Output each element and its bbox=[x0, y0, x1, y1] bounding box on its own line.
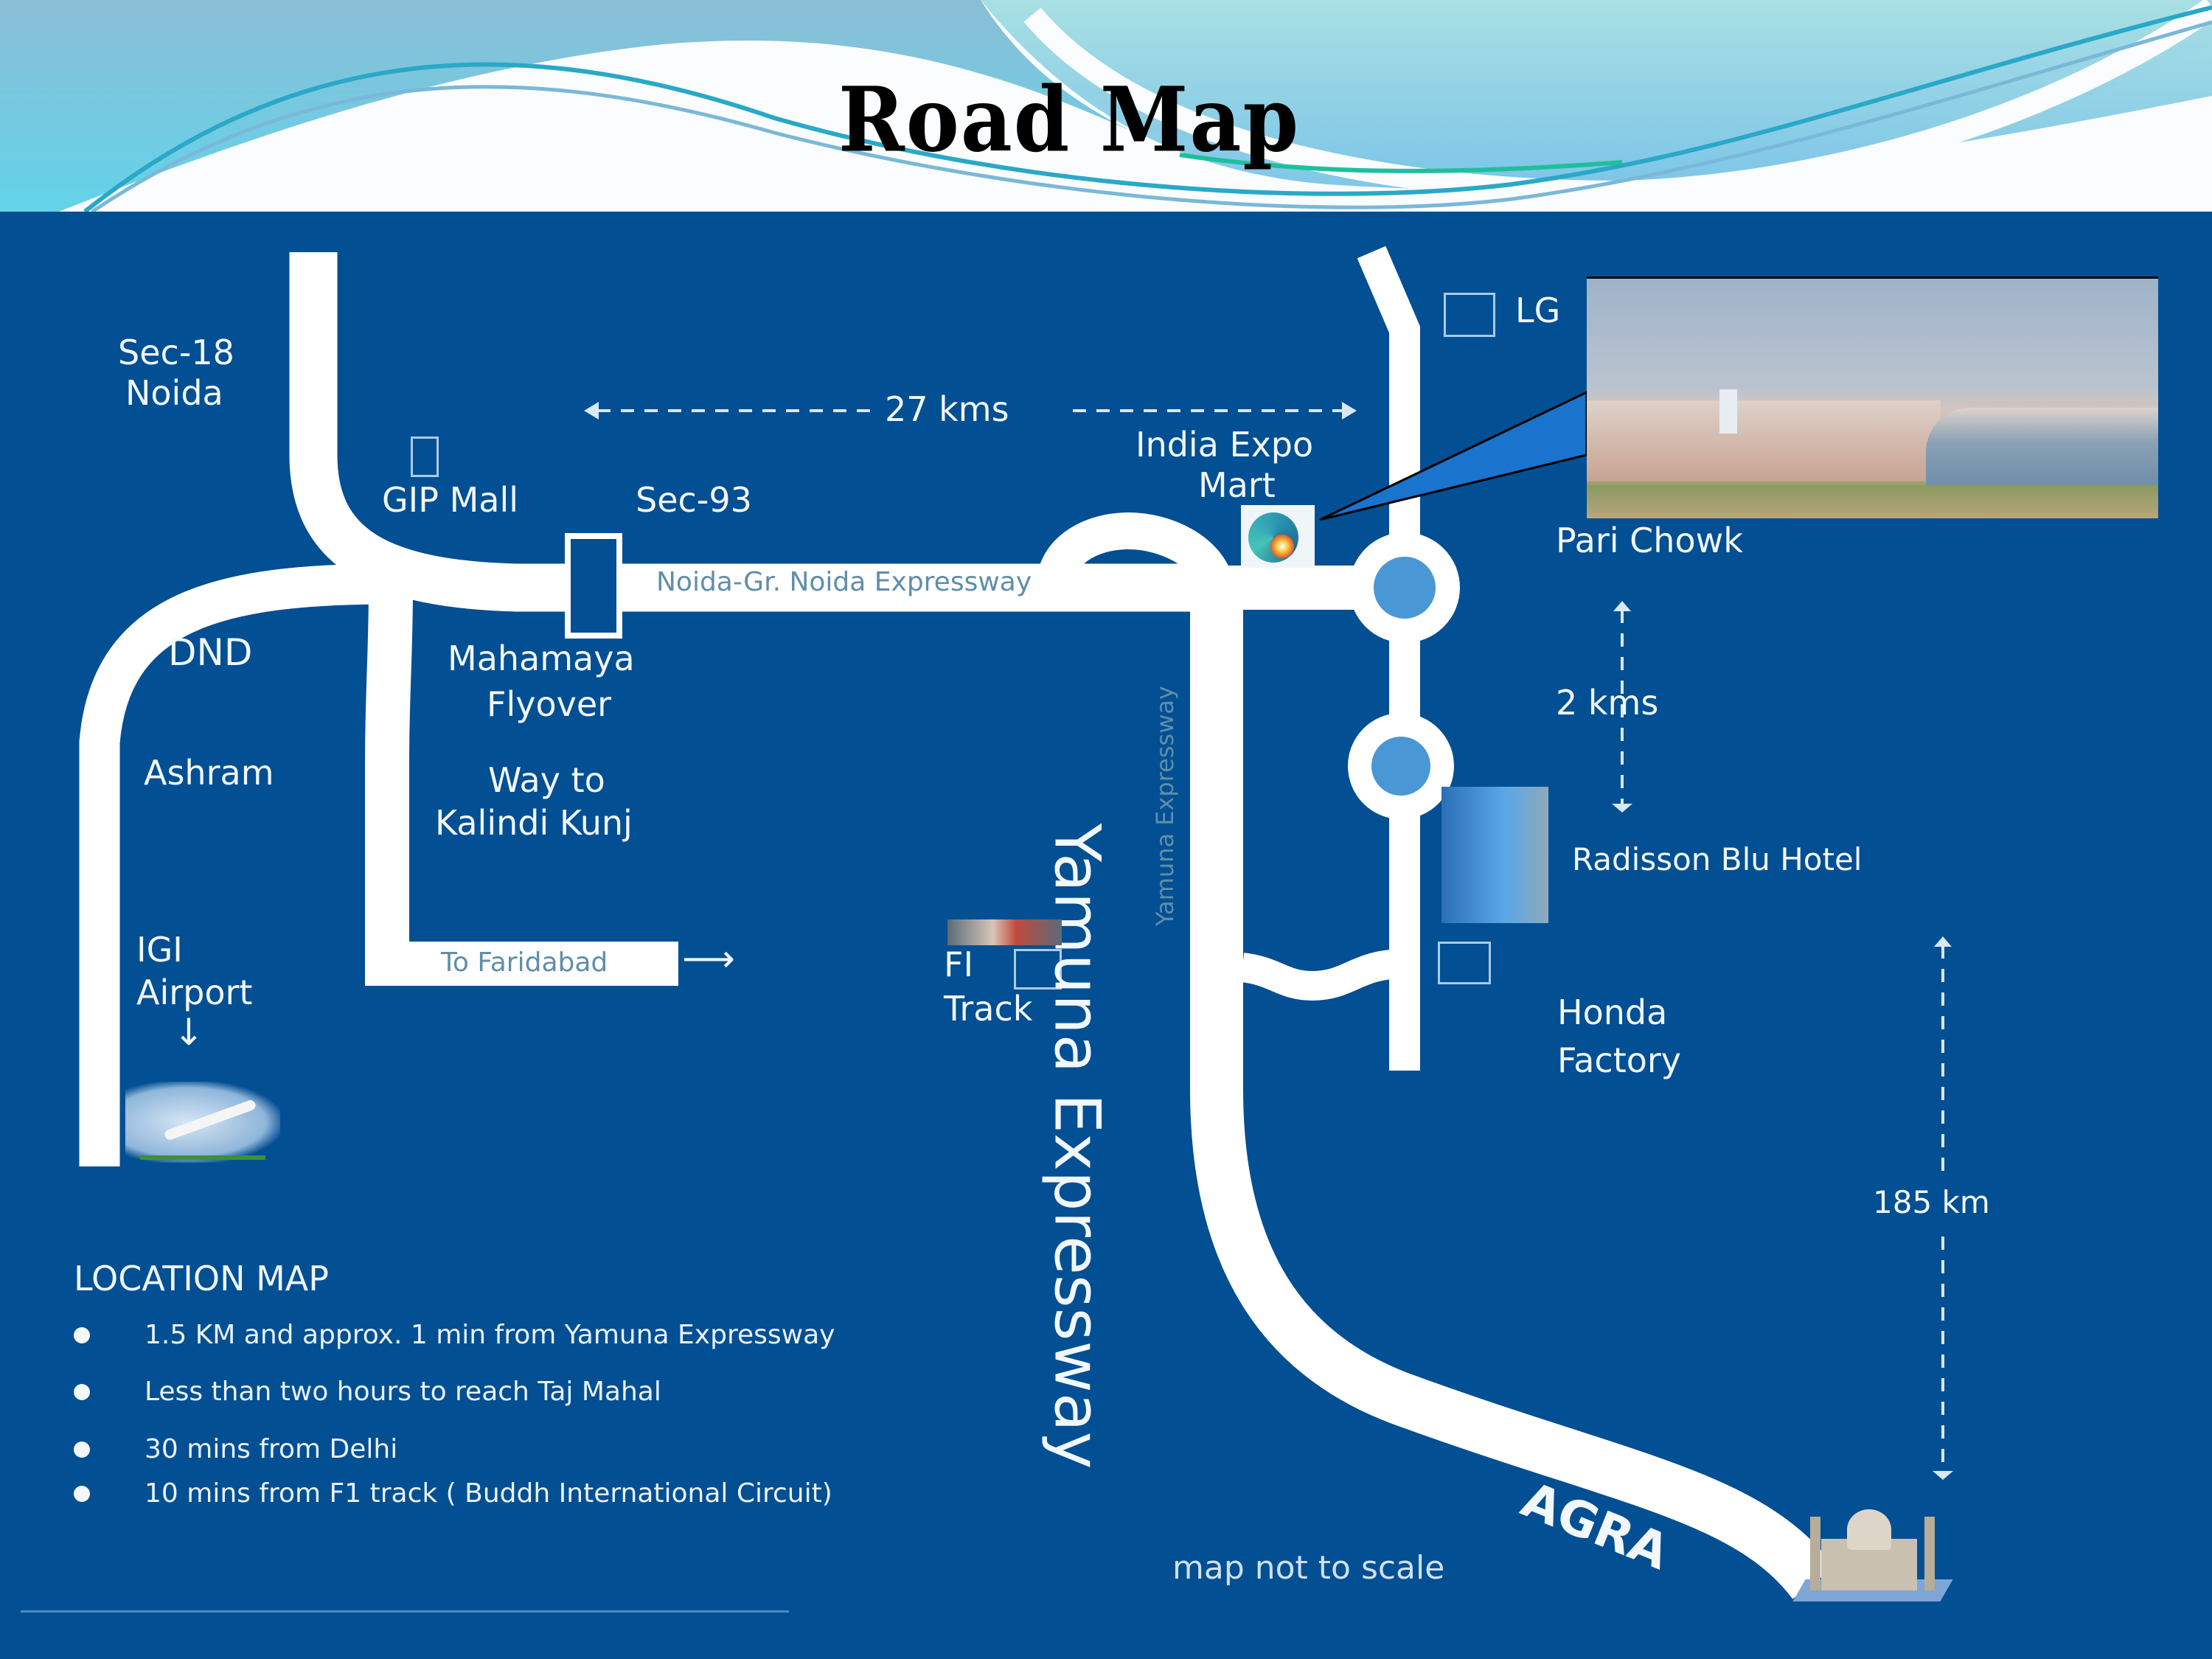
slide-header: Road Map bbox=[0, 0, 2212, 212]
bullet-icon bbox=[74, 1383, 90, 1400]
label-radisson: Radisson Blu Hotel bbox=[1572, 841, 1863, 877]
roundabout-pari-chowk bbox=[1374, 557, 1436, 619]
label-not-to-scale: map not to scale bbox=[1172, 1549, 1445, 1587]
india-expo-centre-photo bbox=[1587, 276, 2158, 518]
radisson-hotel-icon bbox=[1441, 787, 1548, 923]
label-faridabad: To Faridabad bbox=[441, 947, 608, 978]
label-kalindi-kunj: Kalindi Kunj bbox=[435, 803, 633, 843]
label-sec18: Sec-18 bbox=[118, 333, 234, 372]
road-map: Sec-18 Noida GIP Mall Sec-93 27 kms Indi… bbox=[0, 212, 2212, 1659]
label-honda: Honda bbox=[1557, 992, 1668, 1032]
label-noida: Noida bbox=[125, 373, 223, 413]
wave-decoration bbox=[0, 0, 2212, 212]
taj-mahal-icon bbox=[1792, 1495, 1953, 1605]
label-pari-chowk: Pari Chowk bbox=[1556, 521, 1743, 560]
airplane-icon bbox=[125, 1082, 280, 1163]
gip-mall-marker bbox=[411, 437, 439, 477]
arrow-left-icon bbox=[584, 402, 599, 420]
label-185km: 185 km bbox=[1873, 1184, 1990, 1220]
footer-divider bbox=[21, 1610, 789, 1613]
label-track: Track bbox=[944, 989, 1033, 1029]
label-igi: IGI bbox=[136, 930, 183, 970]
label-factory: Factory bbox=[1557, 1040, 1682, 1080]
label-yamuna-big: Yamuna Expressway bbox=[1040, 823, 1114, 1470]
arrow-down-icon: ↓ bbox=[173, 1011, 204, 1054]
label-mahamaya: Mahamaya bbox=[448, 639, 635, 678]
roundabout-2 bbox=[1371, 737, 1430, 796]
bullet-icon bbox=[74, 1485, 90, 1502]
legend-item: 30 mins from Delhi bbox=[74, 1434, 397, 1464]
label-lg: LG bbox=[1515, 291, 1561, 330]
label-yamuna-small: Yamuna Expressway bbox=[1151, 686, 1179, 926]
label-flyover: Flyover bbox=[487, 684, 612, 724]
honda-marker bbox=[1438, 942, 1491, 984]
f1-marker bbox=[1014, 949, 1062, 990]
f1-car-icon bbox=[947, 919, 1062, 945]
label-way-to: Way to bbox=[488, 760, 605, 800]
label-dnd: DND bbox=[168, 631, 253, 674]
label-f1: FI bbox=[944, 945, 974, 984]
bullet-icon bbox=[74, 1326, 90, 1343]
label-27kms: 27 kms bbox=[885, 389, 1009, 429]
bullet-icon bbox=[74, 1441, 90, 1458]
page-title: Road Map bbox=[838, 68, 1300, 173]
label-2kms: 2 kms bbox=[1556, 683, 1659, 723]
arrow-right-faridabad-icon: ⟶ bbox=[682, 937, 735, 980]
legend-item: Less than two hours to reach Taj Mahal bbox=[74, 1377, 661, 1407]
lg-marker bbox=[1444, 293, 1495, 337]
legend-item: 1.5 KM and approx. 1 min from Yamuna Exp… bbox=[74, 1320, 835, 1350]
label-noida-expressway: Noida-Gr. Noida Expressway bbox=[656, 567, 1032, 597]
arrow-right-icon bbox=[1342, 402, 1357, 420]
legend-title: LOCATION MAP bbox=[74, 1259, 330, 1298]
label-gip-mall: GIP Mall bbox=[382, 480, 519, 520]
label-mart: Mart bbox=[1198, 465, 1276, 505]
legend-item: 10 mins from F1 track ( Buddh Internatio… bbox=[74, 1478, 832, 1509]
road-network bbox=[79, 246, 1953, 1600]
label-ashram: Ashram bbox=[144, 753, 274, 793]
india-expo-logo-icon bbox=[1241, 505, 1315, 568]
label-airport: Airport bbox=[136, 973, 253, 1012]
label-india-expo: India Expo bbox=[1135, 425, 1314, 465]
label-sec93: Sec-93 bbox=[636, 480, 752, 520]
